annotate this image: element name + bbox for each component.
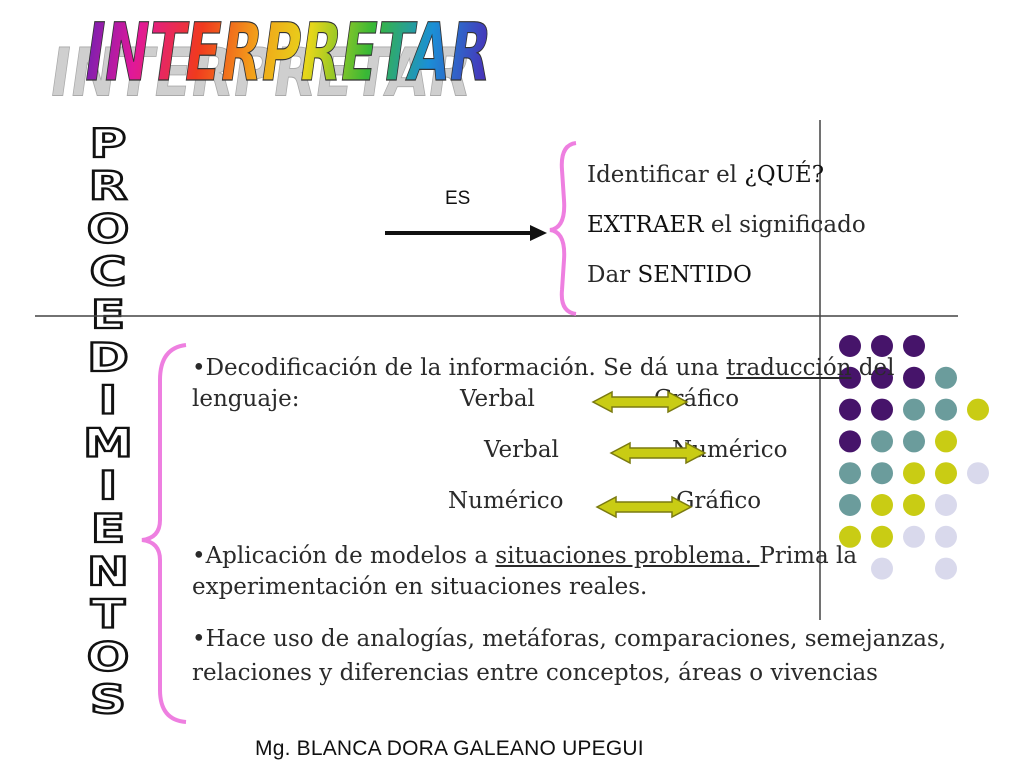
conversion-right: Numérico [672, 437, 788, 463]
decorative-dot [967, 462, 989, 485]
vertical-letter: N [87, 548, 129, 594]
dot-grid-decoration [839, 335, 989, 580]
conversion-right: Gráfico [676, 488, 762, 514]
decorative-dot [903, 430, 925, 453]
decorative-dot [903, 366, 925, 389]
vertical-letter: P [90, 120, 127, 166]
decorative-dot [839, 494, 861, 516]
bullet-models-line2: experimentación en situaciones reales. [192, 574, 648, 600]
bullet-underlined: situaciones problema. [495, 543, 760, 569]
bullet-analogies-line2: relaciones y diferencias entre conceptos… [192, 660, 878, 686]
bullet-text: •Decodificación de la información. Se dá… [192, 355, 727, 381]
definition-meaning: Dar SENTIDO [587, 262, 752, 288]
definition-emph: ¿QUÉ? [744, 162, 825, 188]
bullet-text: Prima la [759, 543, 858, 569]
decorative-dot [839, 430, 861, 453]
decorative-dot [935, 557, 957, 580]
decorative-dot [935, 398, 957, 421]
bullet-text: •Aplicación de modelos a [192, 543, 496, 569]
title-shadow: INTERPRETAR [45, 33, 476, 111]
conversion-left: Verbal [460, 386, 535, 412]
decorative-dot [839, 366, 861, 389]
decorative-dot [903, 335, 925, 357]
definition-identify: Identificar el ¿QUÉ? [587, 162, 824, 188]
conversion-left: Numérico [448, 488, 564, 514]
decorative-dot [935, 366, 957, 389]
decorative-dot [839, 335, 861, 357]
vertical-letter: I [99, 377, 118, 423]
conversion-left: Verbal [484, 437, 559, 463]
decorative-dot [839, 525, 861, 548]
vertical-letter: O [87, 206, 129, 252]
vertical-letter: E [91, 505, 125, 551]
decorative-dot [967, 398, 989, 421]
vertical-letter: C [90, 249, 127, 295]
vertical-letter: S [90, 677, 126, 723]
decorative-dot [935, 525, 957, 548]
decorative-dot [903, 398, 925, 421]
definition-text: Dar [587, 262, 638, 288]
vertical-letter: M [83, 420, 133, 466]
bullet-models: •Aplicación de modelos a situaciones pro… [192, 540, 992, 572]
bullet-decoding: •Decodificación de la información. Se dá… [192, 352, 992, 384]
definitions-brace [549, 141, 577, 316]
decorative-dot [871, 430, 893, 453]
decorative-dot [903, 525, 925, 548]
title-wordart: INTERPRETAR INTERPRETAR [45, 5, 498, 112]
decorative-dot [935, 430, 957, 453]
decorative-dot [871, 557, 893, 580]
decorative-dot [839, 462, 861, 485]
vertical-letter: E [91, 292, 125, 338]
decorative-dot [871, 366, 893, 389]
definition-emph: SENTIDO [637, 262, 752, 288]
decorative-dot [871, 335, 893, 357]
vertical-letter: R [89, 163, 128, 209]
author-footer: Mg. BLANCA DORA GALEANO UPEGUI [255, 737, 644, 760]
definition-text: Identificar el [587, 162, 745, 188]
decorative-dot [935, 494, 957, 516]
vertical-letter: O [87, 634, 129, 680]
decorative-dot [871, 462, 893, 485]
decorative-dot [935, 462, 957, 485]
definition-emph: EXTRAER [587, 212, 704, 238]
vertical-letter: T [91, 591, 126, 637]
page-title: INTERPRETAR [79, 5, 497, 99]
decorative-dot [903, 462, 925, 485]
es-label: ES [445, 188, 471, 209]
conversion-right: Gráfico [654, 386, 740, 412]
bullet-analogies: •Hace uso de analogías, metáforas, compa… [192, 626, 947, 652]
bullet-decoding-line2: lenguaje: [192, 386, 300, 412]
decorative-dot [903, 494, 925, 516]
es-arrowhead [530, 225, 547, 241]
decorative-dot [839, 398, 861, 421]
definition-extract: EXTRAER el significado [587, 212, 866, 238]
definition-text: el significado [703, 212, 866, 238]
bullet-text: del [851, 355, 895, 381]
bullet-underlined: traducción [726, 355, 852, 381]
vertical-letter: D [87, 334, 129, 380]
vertical-letter: I [99, 463, 118, 509]
decorative-dot [871, 398, 893, 421]
decorative-dot [871, 494, 893, 516]
decorative-dot [871, 525, 893, 548]
